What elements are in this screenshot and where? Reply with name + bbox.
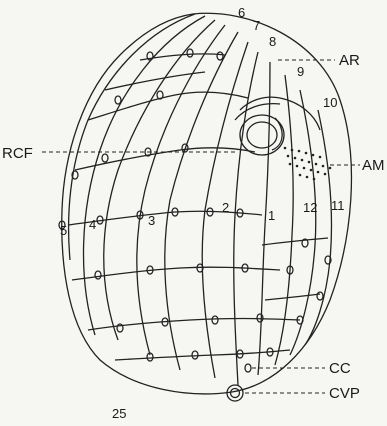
label-rcf: RCF [2, 145, 33, 162]
label-cvp: CVP [329, 385, 360, 402]
row-number-7: 7 [253, 18, 260, 33]
label-am: AM [362, 157, 385, 174]
cross-connectives [68, 54, 328, 360]
label-ar: AR [339, 52, 360, 69]
am-stipple [284, 147, 332, 181]
figure-number: 25 [112, 406, 126, 421]
row-number-1: 1 [268, 208, 275, 223]
row-number-8: 8 [269, 34, 276, 49]
row-number-5: 5 [60, 223, 67, 238]
kinety-rows [69, 14, 332, 385]
row-number-9: 9 [297, 64, 304, 79]
label-cc: CC [329, 360, 351, 377]
row-number-11: 11 [331, 198, 345, 213]
row-number-4: 4 [89, 217, 96, 232]
row-number-6: 6 [238, 5, 245, 20]
row-number-12: 12 [303, 200, 317, 215]
cvp-structure [227, 364, 251, 401]
row-number-2: 2 [222, 200, 229, 215]
row-number-10: 10 [323, 95, 337, 110]
row-number-3: 3 [148, 213, 155, 228]
